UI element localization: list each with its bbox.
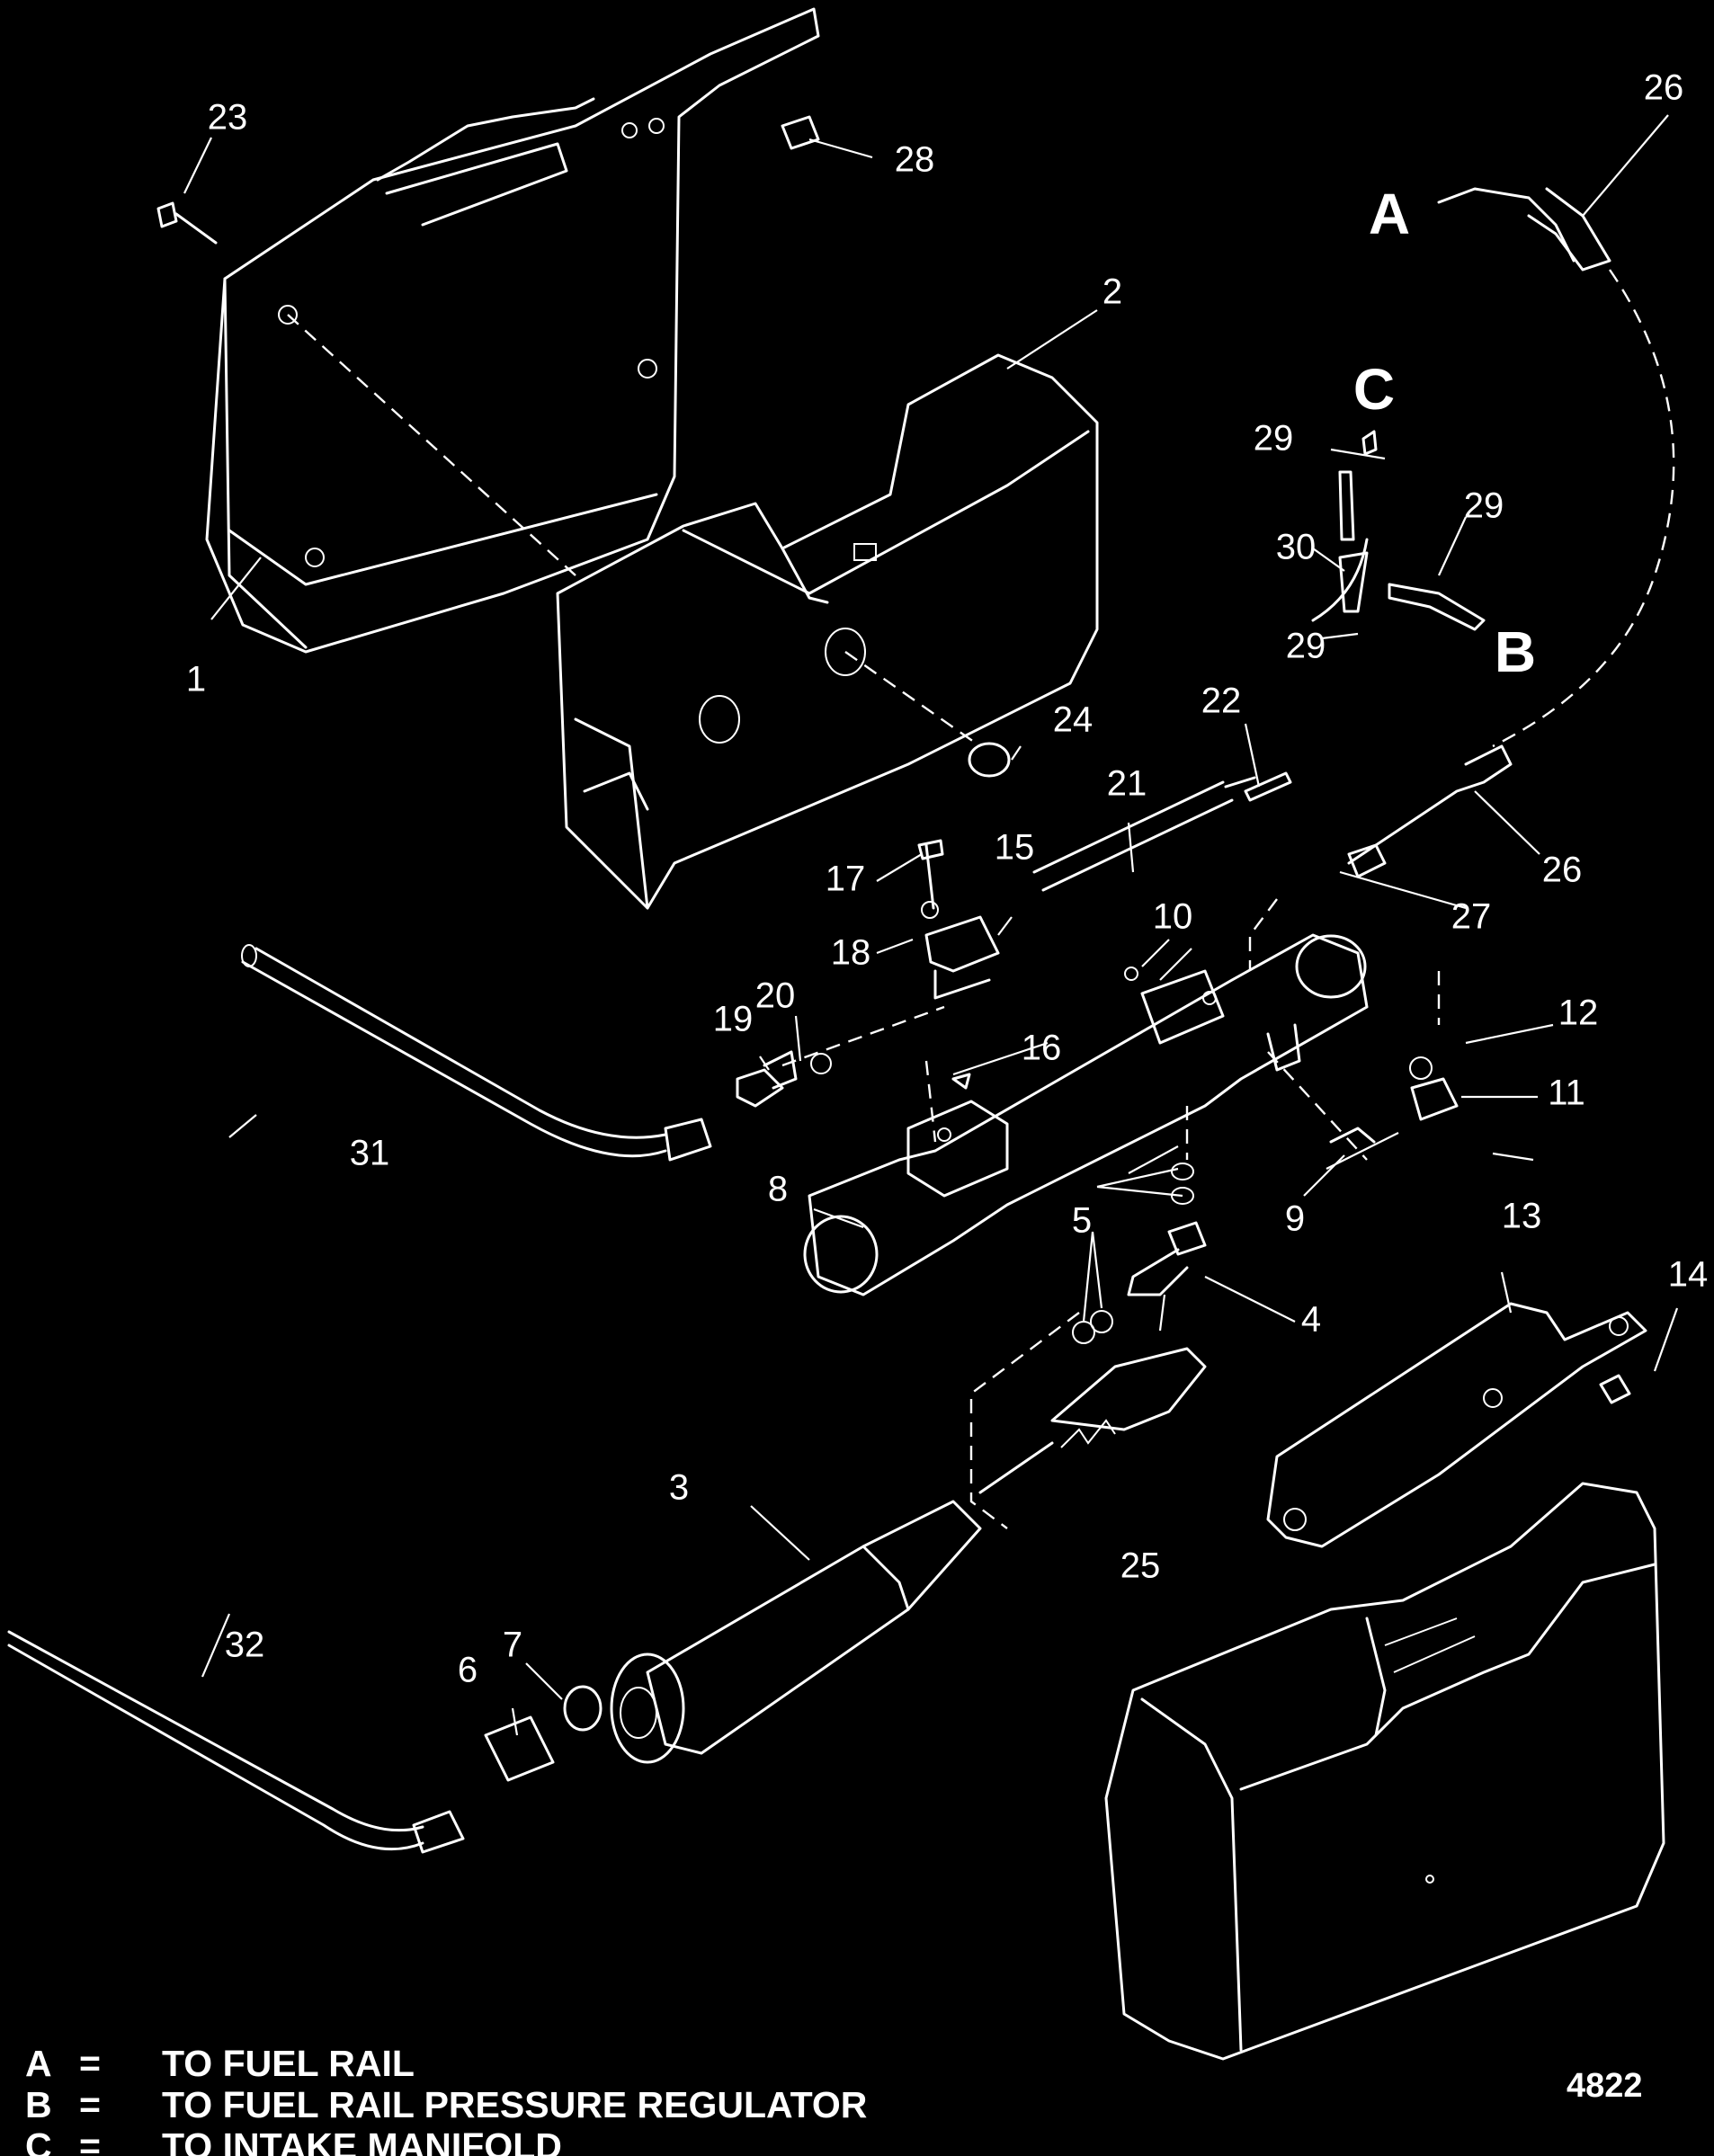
hose-part-31 <box>241 944 712 1162</box>
connection-letters: A B C <box>1353 182 1536 684</box>
callout-32: 32 <box>225 1626 265 1665</box>
callout-labels: 1 2 3 4 5 6 7 8 9 10 11 12 13 14 15 16 1… <box>186 68 1708 1690</box>
callout-13: 13 <box>1502 1197 1542 1236</box>
callout-6: 6 <box>458 1651 478 1690</box>
callout-16: 16 <box>1022 1029 1062 1068</box>
callout-23: 23 <box>208 98 248 138</box>
connection-letter-a: A <box>1369 182 1410 246</box>
legend-equals: = <box>79 2125 101 2156</box>
legend-text: TO INTAKE MANIFOLD <box>162 2125 562 2156</box>
figure-number: 4822 <box>1567 2067 1643 2105</box>
callout-26-top: 26 <box>1644 68 1684 108</box>
fuel-pump-part-3 <box>610 1347 1207 1764</box>
fuel-rail-part-8 <box>803 933 1369 1296</box>
legend-equals: = <box>79 2084 101 2125</box>
callout-22: 22 <box>1201 682 1242 721</box>
callout-15: 15 <box>995 828 1035 868</box>
small-parts <box>156 115 1631 1782</box>
callout-27: 27 <box>1451 897 1492 937</box>
callout-26-bottom: 26 <box>1542 851 1583 890</box>
callout-7: 7 <box>503 1626 522 1665</box>
callout-3: 3 <box>669 1468 689 1508</box>
callout-29-upper: 29 <box>1254 419 1294 459</box>
callout-20: 20 <box>755 976 796 1016</box>
legend-row-c: C = TO INTAKE MANIFOLD <box>25 2125 867 2156</box>
hose-part-32 <box>7 1630 465 1854</box>
callout-11: 11 <box>1548 1074 1585 1113</box>
callout-18: 18 <box>831 933 871 973</box>
legend-key: C <box>25 2125 52 2156</box>
callout-29-right: 29 <box>1464 486 1504 526</box>
callout-29-lower: 29 <box>1286 627 1326 666</box>
callout-1: 1 <box>186 660 206 699</box>
callout-25: 25 <box>1120 1546 1161 1586</box>
fuel-line-part-26 <box>1347 187 1675 878</box>
legend-text: TO FUEL RAIL <box>162 2043 415 2084</box>
callout-12: 12 <box>1558 993 1599 1033</box>
callout-10: 10 <box>1153 897 1193 937</box>
legend-key: A <box>25 2043 52 2084</box>
callout-30: 30 <box>1276 528 1317 567</box>
legend-text: TO FUEL RAIL PRESSURE REGULATOR <box>162 2084 868 2125</box>
bracket-part-13 <box>1266 1302 1647 1548</box>
callout-21: 21 <box>1107 764 1147 804</box>
legend-row-a: A = TO FUEL RAIL <box>25 2043 867 2084</box>
callout-24: 24 <box>1053 700 1094 740</box>
connection-legend: A = TO FUEL RAIL B = TO FUEL RAIL PRESSU… <box>25 2043 867 2156</box>
callout-5: 5 <box>1072 1201 1092 1241</box>
callout-17: 17 <box>826 860 866 899</box>
legend-equals: = <box>79 2043 101 2084</box>
connection-letter-c: C <box>1353 357 1395 422</box>
callout-28: 28 <box>895 140 935 180</box>
callout-8: 8 <box>768 1170 788 1209</box>
bracket-part-1 <box>205 7 820 654</box>
callout-31: 31 <box>350 1134 390 1173</box>
callout-19: 19 <box>713 1000 754 1039</box>
legend-key: B <box>25 2084 52 2125</box>
callout-4: 4 <box>1301 1300 1321 1340</box>
callout-9: 9 <box>1285 1199 1305 1239</box>
housing-part-2 <box>556 353 1099 910</box>
connection-letter-b: B <box>1495 619 1536 684</box>
callout-14: 14 <box>1668 1255 1709 1295</box>
leader-lines <box>183 114 1679 1736</box>
cover-part-25 <box>1104 1482 1665 2061</box>
alignment-lines <box>287 314 1441 1529</box>
legend-row-b: B = TO FUEL RAIL PRESSURE REGULATOR <box>25 2084 867 2125</box>
callout-2: 2 <box>1102 272 1122 312</box>
